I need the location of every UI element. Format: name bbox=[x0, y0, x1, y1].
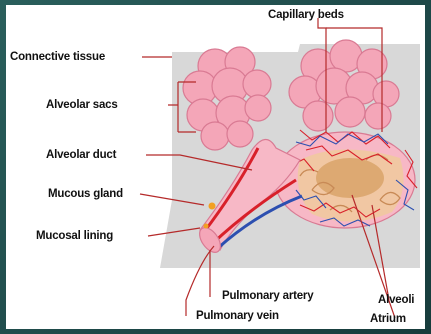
label-alveolar-sacs: Alveolar sacs bbox=[46, 99, 118, 112]
label-mucosal-lining: Mucosal lining bbox=[36, 230, 113, 243]
label-alveoli: Alveoli bbox=[378, 294, 414, 307]
label-mucous-gland: Mucous gland bbox=[48, 188, 123, 201]
label-connective-tissue: Connective tissue bbox=[10, 51, 105, 64]
label-alveolar-duct: Alveolar duct bbox=[46, 149, 116, 162]
label-pulmonary-vein: Pulmonary vein bbox=[196, 310, 279, 323]
label-pulmonary-artery: Pulmonary artery bbox=[222, 290, 313, 303]
atrium-region bbox=[316, 158, 384, 198]
label-atrium: Atrium bbox=[370, 313, 406, 326]
label-capillary-beds: Capillary beds bbox=[268, 9, 344, 22]
mucous-gland-dot bbox=[209, 203, 216, 210]
